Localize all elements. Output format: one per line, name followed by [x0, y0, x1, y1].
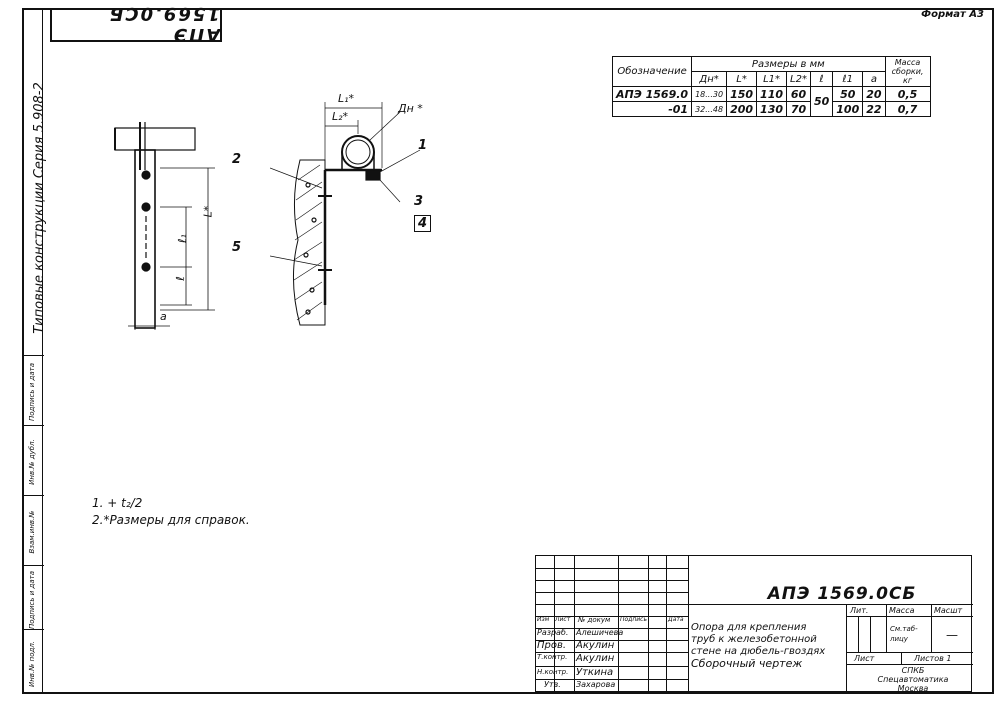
role-name: Уткина	[576, 667, 614, 678]
top-stamp: АПЭ 1569.0СБ	[50, 3, 222, 45]
callout-4: 4	[414, 215, 432, 232]
lit-label: Лит.	[850, 606, 869, 615]
dimensions-table: Обозначение Размеры в мм Масса сборки, к…	[611, 56, 931, 117]
side-stamp-cells: Подпись и дата Инв.№ дубл. Взам.инв.№ По…	[24, 355, 44, 693]
role-label: Т.контр.	[537, 653, 568, 661]
role-label: Утв.	[544, 680, 561, 689]
role-name: Захарова	[576, 680, 616, 689]
side-cell: Подпись и дата	[24, 565, 44, 630]
side-view-drawing	[114, 122, 215, 330]
group-header: Размеры в мм	[691, 56, 886, 72]
dim-label-dn: Дн *	[398, 102, 423, 115]
role-name: Акулин	[576, 640, 615, 651]
callout-5: 5	[232, 240, 242, 255]
sheet-label: Лист	[854, 654, 875, 663]
scale-label: Масшт	[934, 606, 963, 615]
mass-header: Масса сборки, кг	[884, 56, 931, 87]
col-L2: L2*	[786, 71, 811, 87]
dim-label-l: ℓ	[173, 276, 187, 281]
dim-label-l1: ℓ₁	[175, 234, 189, 243]
pipe-circle	[341, 135, 375, 169]
callout-3: 3	[414, 194, 424, 209]
dim-label-L2: L₂*	[332, 110, 349, 123]
series-label: Типовые конструкции Серия 5.908-2	[32, 82, 47, 334]
dim-label-a: а	[160, 310, 167, 323]
col-L1: L1*	[756, 71, 788, 87]
title-block: АПЭ 1569.0СБ Изм Лист № докум Подпись Да…	[535, 555, 973, 693]
scale-value: —	[946, 628, 958, 642]
col-L: L*	[726, 71, 758, 87]
side-label: Инв.№ подл.	[28, 640, 36, 688]
drawing-frame: Формат А3	[22, 8, 994, 694]
notes-block: 1. + t₂/2 2.*Размеры для справок.	[92, 495, 250, 529]
title-code: АПЭ 1569.0СБ	[767, 584, 917, 604]
col-dn: Дн*	[691, 71, 728, 87]
drawing-name: Опора для крепления труб к железобетонно…	[691, 622, 826, 670]
note-2: 2.*Размеры для справок.	[92, 513, 250, 527]
note-1: 1. + t₂/2	[92, 496, 143, 510]
col-a: а	[862, 71, 886, 87]
org-block: СПКБ Спецавтоматика Москва	[877, 666, 949, 693]
mass-value: См.таб-лицу	[890, 625, 918, 643]
mass-label: Масса	[889, 606, 915, 615]
section-view-drawing	[270, 102, 421, 326]
role-label: Н.контр.	[537, 668, 569, 676]
role-label: Пров.	[537, 640, 567, 651]
role-label: Разраб.	[537, 628, 569, 637]
pipe-section	[114, 127, 196, 151]
col-l: ℓ	[809, 71, 834, 87]
table-row: АПЭ 1569.0 18...30 150 110 60 50 50 20 0…	[611, 86, 931, 117]
side-column: Типовые конструкции Серия 5.908-2	[22, 8, 47, 694]
role-name: Алешичева	[576, 628, 624, 637]
format-label: Формат А3	[921, 9, 984, 20]
col-designation: Обозначение	[611, 56, 693, 87]
concrete-wall	[293, 159, 326, 326]
callout-2: 2	[232, 152, 242, 167]
side-cell: Инв.№ дубл.	[24, 425, 44, 496]
side-cell: Инв.№ подл.	[24, 629, 44, 694]
callout-1: 1	[418, 138, 428, 153]
dim-label-L1: L₁*	[338, 92, 355, 105]
side-cell: Подпись и дата	[24, 355, 44, 426]
table-row: -01 32...48 200 130 70 100 22 0,7	[611, 101, 931, 117]
sheets-label: Листов 1	[914, 654, 952, 663]
col-l1: ℓ1	[832, 71, 864, 87]
dim-label-L: L*	[201, 205, 215, 218]
side-cell: Взам.инв.№	[24, 495, 44, 566]
top-stamp-code: АПЭ 1569.0СБ	[107, 3, 220, 45]
role-name: Акулин	[576, 653, 615, 664]
